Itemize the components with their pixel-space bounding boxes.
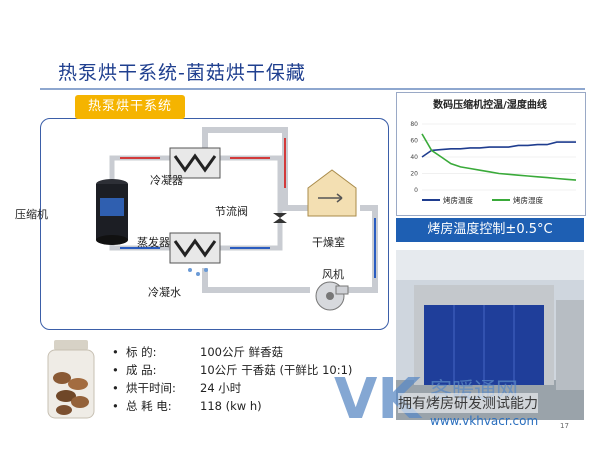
condenser-label: 冷凝器 (150, 172, 183, 188)
legend-label-temperature: 烤房温度 (443, 195, 473, 205)
y-tick-label: 60 (410, 138, 418, 145)
fan-label: 风机 (322, 266, 344, 282)
watermark-tagline: 拥有烤房研发测试能力 (398, 393, 538, 413)
drying-room-icon (308, 170, 356, 216)
dried-mushroom-jar-photo (42, 338, 100, 420)
y-tick-label: 80 (410, 121, 418, 128)
spec-row: •烘干时间:24 小时 (112, 380, 241, 396)
y-tick-label: 0 (414, 187, 418, 194)
spec-row: •总 耗 电:118 (kw h) (112, 398, 262, 414)
evaporator-icon (170, 233, 220, 263)
drying-room-label: 干燥室 (312, 234, 345, 250)
spec-row: •成 品:10公斤 干香菇 (干鲜比 10:1) (112, 362, 352, 378)
humidity-temperature-chart: 80 60 40 20 0 烤房温度 烤房湿度 (396, 92, 584, 214)
y-tick-label: 40 (410, 154, 418, 161)
fan-icon (316, 282, 348, 310)
throttle-valve-icon (273, 213, 287, 223)
page-number: 17 (560, 422, 569, 430)
system-badge: 热泵烘干系统 (75, 95, 185, 119)
chart-legend: 烤房温度 烤房湿度 (422, 195, 543, 205)
compressor-label: 压缩机 (15, 206, 48, 222)
heat-pump-diagram (40, 118, 387, 328)
watermark-url: www.vkhvacr.com (430, 414, 538, 428)
evaporator-label: 蒸发器 (137, 234, 170, 250)
throttle-valve-label: 节流阀 (215, 203, 248, 219)
series-temperature-line (422, 142, 576, 157)
page-title: 热泵烘干系统-菌菇烘干保藏 (58, 58, 306, 85)
y-tick-label: 20 (410, 171, 418, 178)
compressor-icon (96, 179, 128, 245)
condensate-label: 冷凝水 (148, 284, 181, 300)
legend-label-humidity: 烤房湿度 (513, 195, 543, 205)
title-divider (40, 88, 585, 90)
temperature-control-banner: 烤房温度控制±0.5°C (396, 218, 584, 242)
spec-row: •标 的:100公斤 鲜香菇 (112, 344, 283, 360)
